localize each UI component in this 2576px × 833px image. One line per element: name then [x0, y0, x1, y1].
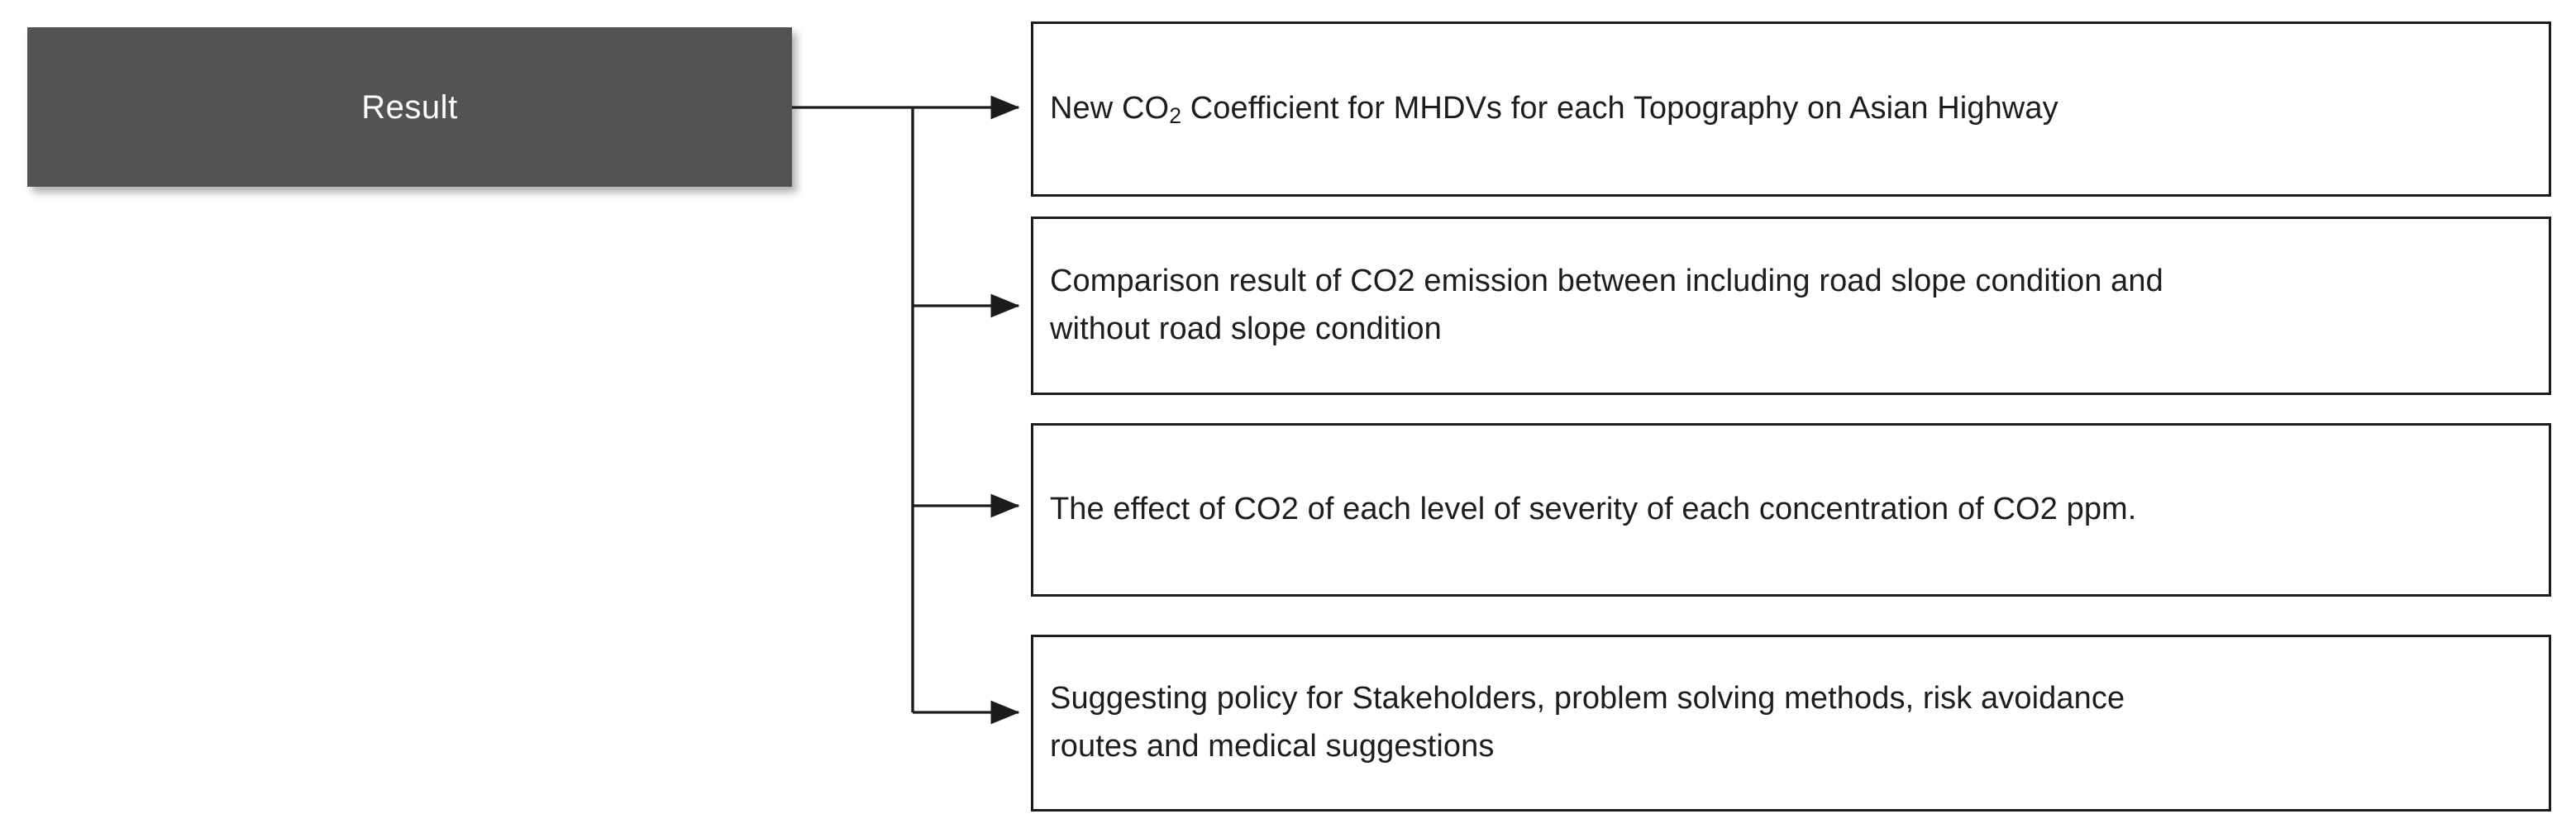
source-node-label: Result	[361, 88, 458, 126]
result-node-3-line-1: The effect of CO2 of each level of sever…	[1050, 492, 2137, 527]
result-node-1[interactable]: New CO2 Coefficient for MHDVs for each T…	[1031, 21, 2551, 197]
result-node-4-line-2: routes and medical suggestions	[1050, 729, 1495, 764]
result-node-1-text: New CO2 Coefficient for MHDVs for each T…	[1050, 85, 2534, 133]
result-node-3[interactable]: The effect of CO2 of each level of sever…	[1031, 423, 2551, 597]
source-node-result[interactable]: Result	[27, 27, 792, 187]
result-node-4[interactable]: Suggesting policy for Stakeholders, prob…	[1031, 635, 2551, 812]
co2-subscript: 2	[1169, 102, 1182, 128]
result-node-2[interactable]: Comparison result of CO2 emission betwee…	[1031, 217, 2551, 395]
result-node-2-line-1: Comparison result of CO2 emission betwee…	[1050, 264, 2163, 299]
result-node-2-line-2: without road slope condition	[1050, 312, 1442, 346]
result-node-1-text-part-b: Coefficient for MHDVs for each Topograph…	[1181, 91, 2058, 126]
result-node-1-text-part-a: New CO	[1050, 91, 1170, 126]
result-node-4-line-1: Suggesting policy for Stakeholders, prob…	[1050, 681, 2125, 716]
